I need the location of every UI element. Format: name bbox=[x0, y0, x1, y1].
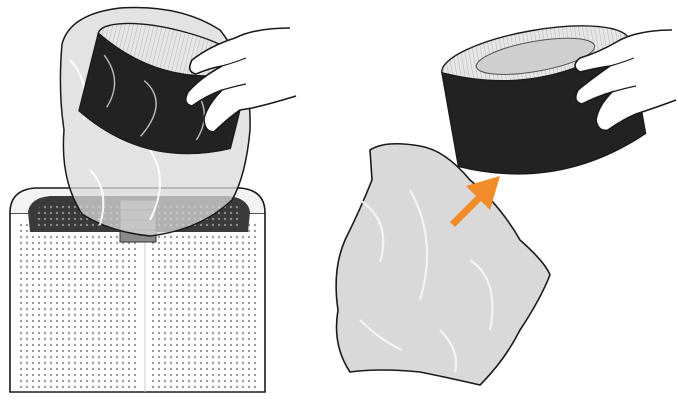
panel-unwrap-filter bbox=[336, 14, 676, 385]
plastic-bag-icon bbox=[336, 144, 550, 385]
panel-remove-filter bbox=[10, 7, 296, 392]
